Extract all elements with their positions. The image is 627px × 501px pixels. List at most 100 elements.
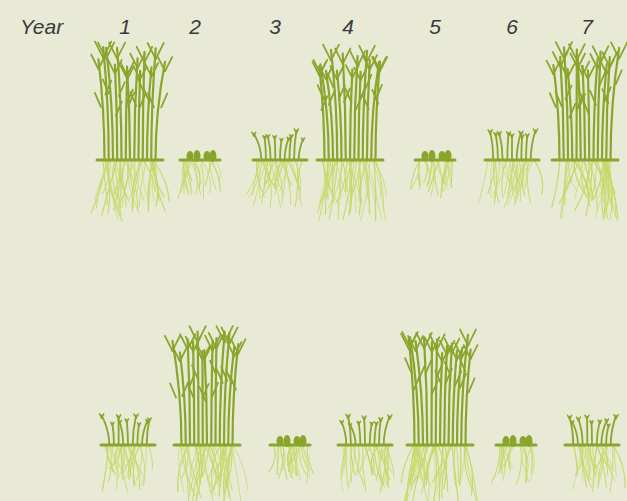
stem-fork	[119, 415, 121, 419]
side-branch	[602, 89, 608, 103]
axis-title: Year	[20, 16, 63, 37]
stem-fork	[522, 135, 524, 138]
stem-fork	[173, 348, 180, 361]
root	[593, 160, 605, 192]
stem-fork	[180, 348, 187, 361]
stem-fork	[436, 349, 443, 362]
year-number: 1	[119, 16, 131, 37]
root	[365, 160, 368, 199]
stem-fork	[303, 138, 305, 141]
stem-fork	[359, 46, 367, 62]
stem	[572, 422, 578, 445]
root	[411, 445, 415, 485]
root	[385, 445, 394, 477]
stem-fork	[590, 54, 597, 69]
root	[277, 445, 278, 475]
stem-fork	[281, 138, 282, 141]
crown	[552, 159, 618, 162]
root	[114, 160, 125, 211]
stem	[374, 423, 376, 445]
stem-fork	[165, 57, 172, 71]
stem-fork	[354, 68, 360, 81]
crown	[174, 444, 240, 447]
stem-fork	[204, 346, 211, 360]
root	[605, 160, 616, 217]
stem-fork	[331, 66, 337, 79]
side-branch	[582, 99, 588, 113]
side-branch	[616, 70, 622, 84]
stem	[606, 57, 610, 160]
root	[189, 445, 199, 491]
root	[427, 160, 432, 186]
stem-fork	[372, 57, 379, 71]
stem	[337, 71, 342, 160]
root	[219, 445, 223, 493]
stem	[606, 425, 609, 445]
stem-fork	[158, 57, 165, 71]
stem-fork	[268, 135, 270, 138]
stem	[285, 138, 289, 160]
root	[365, 160, 369, 214]
stem	[112, 423, 114, 445]
small-plant	[492, 435, 536, 485]
stem	[597, 421, 600, 445]
root	[411, 160, 419, 189]
root	[460, 445, 461, 486]
root	[181, 445, 188, 479]
stem	[511, 135, 513, 160]
side-branch	[363, 95, 369, 109]
root	[320, 160, 333, 201]
stem	[331, 50, 337, 160]
stem	[531, 130, 536, 160]
root	[559, 160, 575, 203]
stem-fork	[609, 424, 610, 427]
root	[371, 445, 379, 475]
tall-plant	[165, 326, 248, 501]
stem	[588, 70, 589, 160]
stem-fork	[109, 43, 117, 59]
stem-fork	[553, 52, 560, 67]
root	[452, 445, 458, 501]
tall-plant	[312, 45, 387, 221]
stem	[233, 344, 239, 445]
root	[448, 160, 453, 188]
root	[516, 445, 521, 485]
stem-fork	[108, 60, 115, 74]
root	[575, 160, 590, 211]
side-branch	[419, 366, 425, 380]
stem-fork	[342, 421, 344, 424]
root	[501, 445, 505, 481]
root	[233, 445, 248, 491]
stem-fork	[611, 42, 619, 58]
stem	[560, 57, 564, 160]
side-branch	[192, 365, 198, 379]
small-plant	[269, 435, 314, 483]
root	[223, 445, 227, 501]
root	[593, 445, 603, 470]
root	[418, 445, 432, 487]
stem	[379, 419, 381, 445]
side-branch	[119, 82, 125, 96]
stem-fork	[581, 66, 587, 79]
medium-plant	[338, 414, 394, 492]
stem	[520, 136, 523, 160]
root	[598, 445, 612, 469]
root	[418, 445, 428, 501]
stem-fork	[120, 62, 127, 75]
root	[436, 445, 440, 501]
stem	[490, 131, 493, 160]
stem	[591, 422, 593, 445]
root	[438, 445, 452, 477]
root	[136, 160, 139, 195]
root	[598, 445, 606, 488]
stem-fork	[145, 63, 152, 76]
root	[211, 160, 220, 191]
root	[303, 445, 310, 478]
stem-fork	[102, 414, 104, 418]
stem	[611, 416, 616, 445]
root	[110, 445, 118, 472]
root	[434, 445, 436, 501]
root	[490, 160, 492, 197]
stem-fork	[275, 136, 277, 139]
side-branch	[138, 78, 144, 92]
